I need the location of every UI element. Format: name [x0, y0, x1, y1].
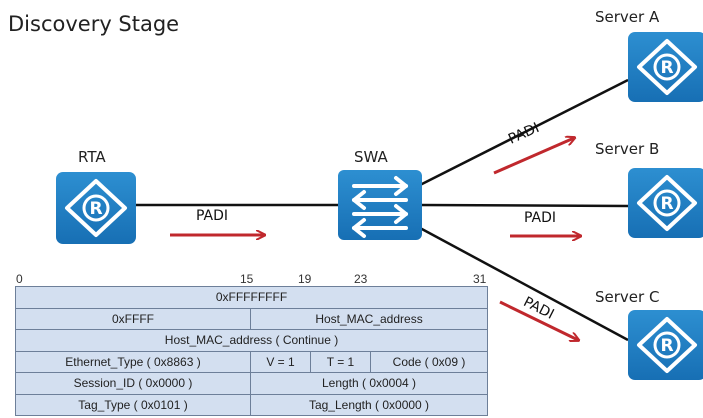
padi-label-server-b: PADI	[524, 210, 557, 226]
arrow-to-server-c	[499, 300, 578, 340]
padi-header-table: 0xFFFFFFFF 0xFFFF Host_MAC_address Host_…	[14, 286, 489, 416]
arrow-to-server-a	[493, 138, 574, 175]
table-row: Ethernet_Type ( 0x8863 ) V = 1 T = 1 Cod…	[15, 350, 489, 373]
rta-label: RTA	[78, 148, 106, 166]
destination-mac-cell: 0xFFFFFFFF	[14, 286, 489, 309]
server-c-label: Server C	[595, 288, 660, 306]
router-icon: R	[637, 39, 697, 95]
table-row: Host_MAC_address ( Continue )	[14, 329, 489, 352]
bit-pos-19: 19	[298, 272, 312, 286]
svg-text:R: R	[660, 194, 673, 214]
router-icon: R	[637, 175, 697, 231]
tag-type-cell: Tag_Type ( 0x0101 )	[15, 393, 251, 416]
source-mac-cont-cell: Host_MAC_address ( Continue )	[14, 329, 489, 352]
svg-text:R: R	[660, 58, 673, 78]
table-row: 0xFFFFFFFF	[14, 286, 489, 309]
source-mac-cell: Host_MAC_address	[249, 307, 489, 330]
bit-pos-15: 15	[240, 272, 254, 286]
svg-text:R: R	[89, 199, 102, 219]
bit-pos-23: 23	[354, 272, 368, 286]
ethernet-type-cell: Ethernet_Type ( 0x8863 )	[15, 350, 251, 373]
router-icon: R	[65, 179, 127, 237]
bit-pos-31: 31	[473, 272, 487, 286]
destination-mac-cont-cell: 0xFFFF	[15, 307, 251, 330]
swa-label: SWA	[354, 148, 388, 166]
server-b-label: Server B	[595, 140, 660, 158]
code-cell: Code ( 0x09 )	[369, 350, 489, 373]
svg-text:R: R	[660, 336, 673, 356]
link-swa-server-a	[419, 78, 629, 187]
page-title: Discovery Stage	[8, 12, 180, 36]
type-cell: T = 1	[310, 350, 371, 373]
link-swa-server-b	[419, 203, 629, 208]
server-a-router[interactable]: R	[628, 32, 703, 102]
server-a-label: Server A	[595, 8, 660, 26]
swa-switch[interactable]	[338, 170, 422, 240]
server-b-router[interactable]: R	[628, 168, 703, 238]
table-row: Session_ID ( 0x0000 ) Length ( 0x0004 )	[15, 372, 489, 395]
link-swa-server-c	[419, 226, 629, 342]
tag-length-cell: Tag_Length ( 0x0000 )	[249, 393, 489, 416]
router-icon: R	[637, 317, 697, 373]
server-c-router[interactable]: R	[628, 310, 703, 380]
switch-icon	[352, 176, 408, 238]
table-row: 0xFFFF Host_MAC_address	[15, 307, 489, 330]
session-id-cell: Session_ID ( 0x0000 )	[15, 372, 251, 395]
length-cell: Length ( 0x0004 )	[249, 372, 489, 395]
rta-router[interactable]: R	[56, 172, 136, 244]
padi-label-rta-swa: PADI	[196, 208, 229, 224]
table-row: Tag_Type ( 0x0101 ) Tag_Length ( 0x0000 …	[15, 393, 489, 416]
version-cell: V = 1	[250, 350, 311, 373]
bit-pos-0: 0	[16, 272, 23, 286]
